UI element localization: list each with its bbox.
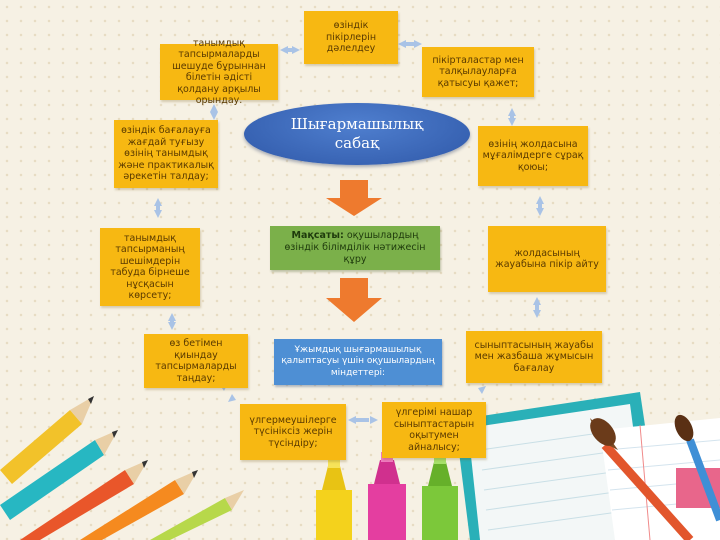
student-tasks-text: Ұжымдық шығармашылық қалыптасуы үшін оқу…: [281, 344, 435, 378]
node-text: өзіндік бағалауға жағдай туғызу өзінің т…: [118, 125, 214, 183]
central-topic-ellipse: Шығармашылық сабақ: [244, 103, 470, 165]
pencil-icon: [0, 396, 94, 484]
node-text: жолдасының жауабына пікір айту: [495, 247, 599, 271]
node-text: пікірталастар мен талқылауларға қатысуы …: [432, 54, 524, 89]
pencil-icon: [0, 430, 118, 520]
node-box: үлгермеушілерге түсініксіз жерін түсінді…: [240, 404, 346, 460]
goal-text: оқушылардың өзіндік білімділік нәтижесін…: [284, 230, 426, 265]
pencil-icon: [20, 460, 148, 540]
node-box: өз бетімен қиындау тапсырмаларды таңдау;: [144, 334, 248, 388]
pencil-icon: [80, 470, 198, 540]
node-box: танымдық тапсырманың шешімдерін табуда б…: [100, 228, 200, 306]
marker-icon: [368, 452, 406, 540]
down-arrow-icon: [326, 278, 382, 322]
marker-icon: [422, 454, 458, 540]
node-text: танымдық тапсырмаларды шешуде бұрыннан б…: [172, 37, 266, 107]
goal-label: Мақсаты:: [291, 230, 344, 241]
node-text: өзінің жолдасына мұғалімдерге сұрақ қоюы…: [482, 138, 584, 173]
node-box: танымдық тапсырмаларды шешуде бұрыннан б…: [160, 38, 278, 106]
node-text: үлгермеушілерге түсініксіз жерін түсінді…: [249, 414, 337, 449]
node-text: танымдық тапсырманың шешімдерін табуда б…: [110, 232, 190, 302]
central-topic-line1: Шығармашылық: [290, 115, 424, 133]
node-box: үлгерімі нашар сыныптастарын оқытумен ай…: [382, 402, 486, 458]
node-text: өзіндік пікірлерін дәлелдеу: [325, 20, 377, 55]
node-text: үлгерімі нашар сыныптастарын оқытумен ай…: [393, 407, 475, 453]
node-text: өз бетімен қиындау тапсырмаларды таңдау;: [155, 338, 237, 384]
marker-icon: [316, 458, 352, 540]
node-box: өзінің жолдасына мұғалімдерге сұрақ қоюы…: [478, 126, 588, 186]
goal-box: Мақсаты: оқушылардың өзіндік білімділік …: [270, 226, 440, 270]
paintbrush-icon: [686, 438, 720, 522]
node-box: өзіндік бағалауға жағдай туғызу өзінің т…: [114, 120, 218, 188]
pencil-icon: [150, 490, 244, 540]
node-box: жолдасының жауабына пікір айту: [488, 226, 606, 292]
node-text: сыныптасының жауабы мен жазбаша жұмысын …: [474, 339, 594, 374]
node-box: пікірталастар мен талқылауларға қатысуы …: [422, 47, 534, 97]
central-topic-line2: сабақ: [334, 134, 380, 152]
paintbrush-icon: [601, 441, 694, 540]
student-tasks-box: Ұжымдық шығармашылық қалыптасуы үшін оқу…: [274, 339, 442, 385]
down-arrow-icon: [326, 180, 382, 216]
node-box: өзіндік пікірлерін дәлелдеу: [304, 11, 398, 64]
node-box: сыныптасының жауабы мен жазбаша жұмысын …: [466, 331, 602, 383]
